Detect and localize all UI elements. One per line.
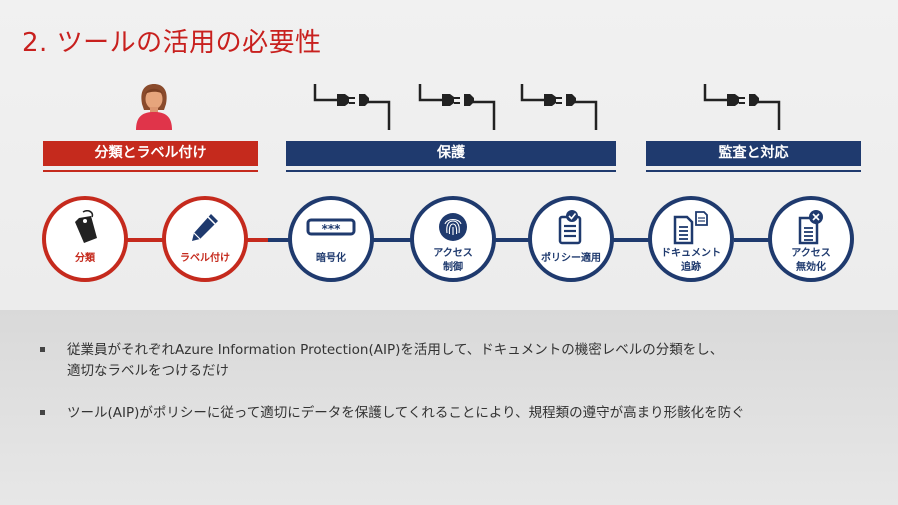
documents-icon [673,211,708,245]
power-plug-icon [313,84,391,130]
checklist-icon [558,210,582,245]
person-icon [136,84,172,130]
bullet-marker [40,347,45,352]
password-field-icon: *** [306,218,356,236]
band-divider [43,170,258,172]
circle-connector [494,238,530,242]
circle-connector [246,238,290,242]
circle-label: ポリシー適用 [541,253,601,264]
circle-labeling: ラベル付け [162,196,248,282]
band-audit-response: 監査と対応 [646,141,861,166]
circle-label: ドキュメント 追跡 [661,248,721,273]
band-protection: 保護 [286,141,616,166]
circle-access-control: アクセス 制御 [410,196,496,282]
circle-label: アクセス 制御 [433,248,473,273]
power-plug-icon [703,84,781,130]
slide-title: 2. ツールの活用の必要性 [22,28,322,58]
circle-label: アクセス 無効化 [791,248,831,273]
bullet-text: ツール(AIP)がポリシーに従って適切にデータを保護してくれることにより、規程類… [67,405,745,421]
slide-lower-area [0,310,898,505]
circle-label: ラベル付け [180,253,230,264]
tag-icon [75,210,97,243]
band-divider [646,170,861,172]
bullet-marker [40,410,45,415]
fingerprint-icon [439,213,467,241]
document-revoke-icon [798,210,823,245]
circle-document-tracking: ドキュメント 追跡 [648,196,734,282]
pencil-icon [192,214,218,241]
circle-encryption: *** 暗号化 [288,196,374,282]
circle-label: 分類 [75,253,95,264]
circle-policy-enforcement: ポリシー適用 [528,196,614,282]
circle-access-revocation: アクセス 無効化 [768,196,854,282]
circle-connector [372,238,412,242]
bullet-text: 従業員がそれぞれAzure Information Protection(AIP… [67,342,724,379]
svg-text:***: *** [322,222,342,236]
power-plug-icon [418,84,496,130]
band-classify-label: 分類とラベル付け [43,141,258,166]
circle-label: 暗号化 [316,253,346,264]
circle-connector [126,238,164,242]
band-divider [286,170,616,172]
circle-connector [612,238,652,242]
circle-connector [734,238,770,242]
circle-classify: 分類 [42,196,128,282]
power-plug-icon [520,84,598,130]
